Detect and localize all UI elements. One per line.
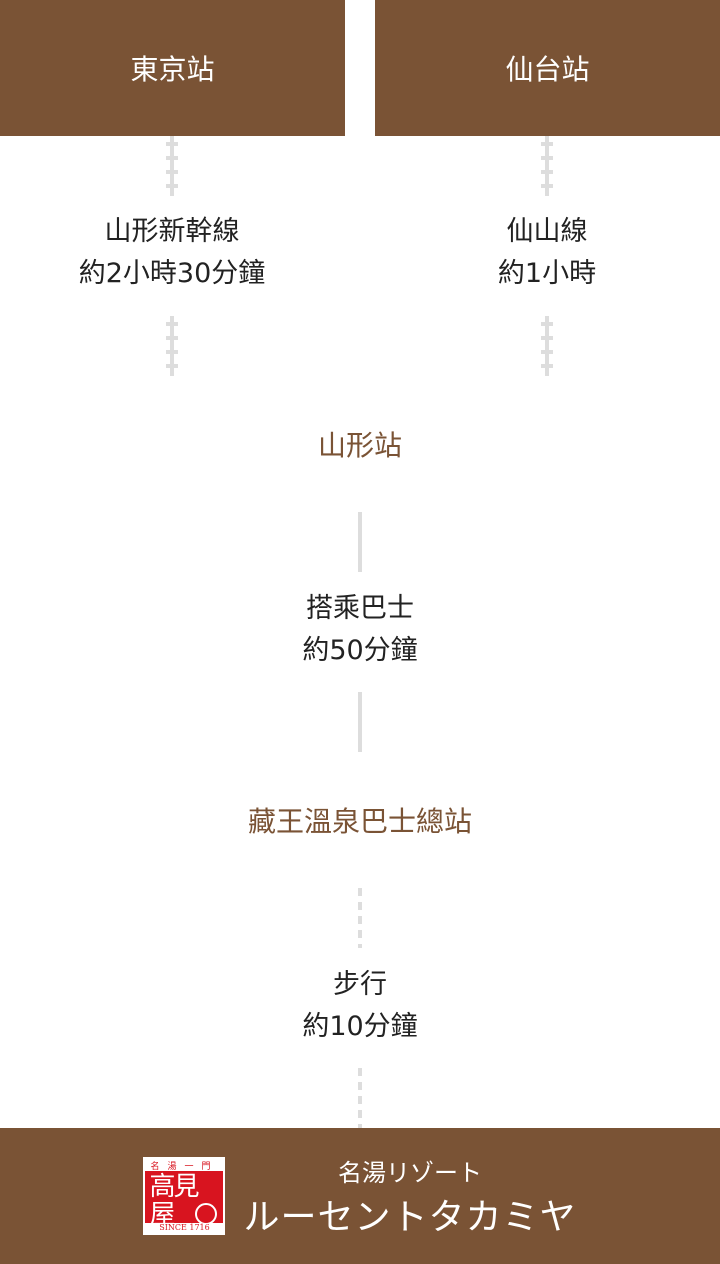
origin-label: 仙台站 [505, 53, 590, 86]
bus-line [358, 692, 362, 752]
route-time: 約10分鐘 [302, 1011, 418, 1042]
brand-name: 名湯リゾート ルーセントタカミヤ [243, 1153, 576, 1240]
route-time: 約2小時30分鐘 [78, 258, 266, 289]
walk-line [358, 888, 362, 948]
route-walk: 步行約10分鐘 [302, 964, 417, 1048]
footer-brand: 名湯一門 高見屋 SINCE 1716 名湯リゾート ルーセントタカミヤ [0, 1128, 720, 1264]
origin-label: 東京站 [130, 53, 215, 86]
route-bus: 搭乘巴士約50分鐘 [302, 588, 417, 672]
walk-line [358, 1068, 362, 1128]
brand-subtitle: 名湯リゾート [337, 1158, 482, 1187]
takamiya-logo: 名湯一門 高見屋 SINCE 1716 [143, 1157, 226, 1235]
route-line: 仙山線 [506, 216, 588, 247]
route-sendai: 仙山線約1小時 [498, 211, 596, 295]
rail-track-icon [541, 136, 553, 196]
brand-title: ルーセントタカミヤ [243, 1196, 577, 1238]
route-line: 步行 [332, 969, 387, 1000]
hub-yamagata: 山形站 [317, 429, 403, 462]
origin-sendai: 仙台站 [375, 0, 720, 136]
route-time: 約50分鐘 [302, 635, 418, 666]
origin-tokyo: 東京站 [0, 0, 345, 136]
rail-track-icon [166, 136, 178, 196]
rail-track-icon [541, 316, 553, 376]
route-line: 搭乘巴士 [305, 593, 414, 624]
route-line: 山形新幹線 [104, 216, 240, 247]
route-tokyo: 山形新幹線約2小時30分鐘 [79, 211, 266, 295]
hub-zao-bus-terminal: 藏王溫泉巴士總站 [247, 805, 473, 838]
route-time: 約1小時 [497, 258, 597, 289]
bus-line [358, 512, 362, 572]
rail-track-icon [166, 316, 178, 376]
